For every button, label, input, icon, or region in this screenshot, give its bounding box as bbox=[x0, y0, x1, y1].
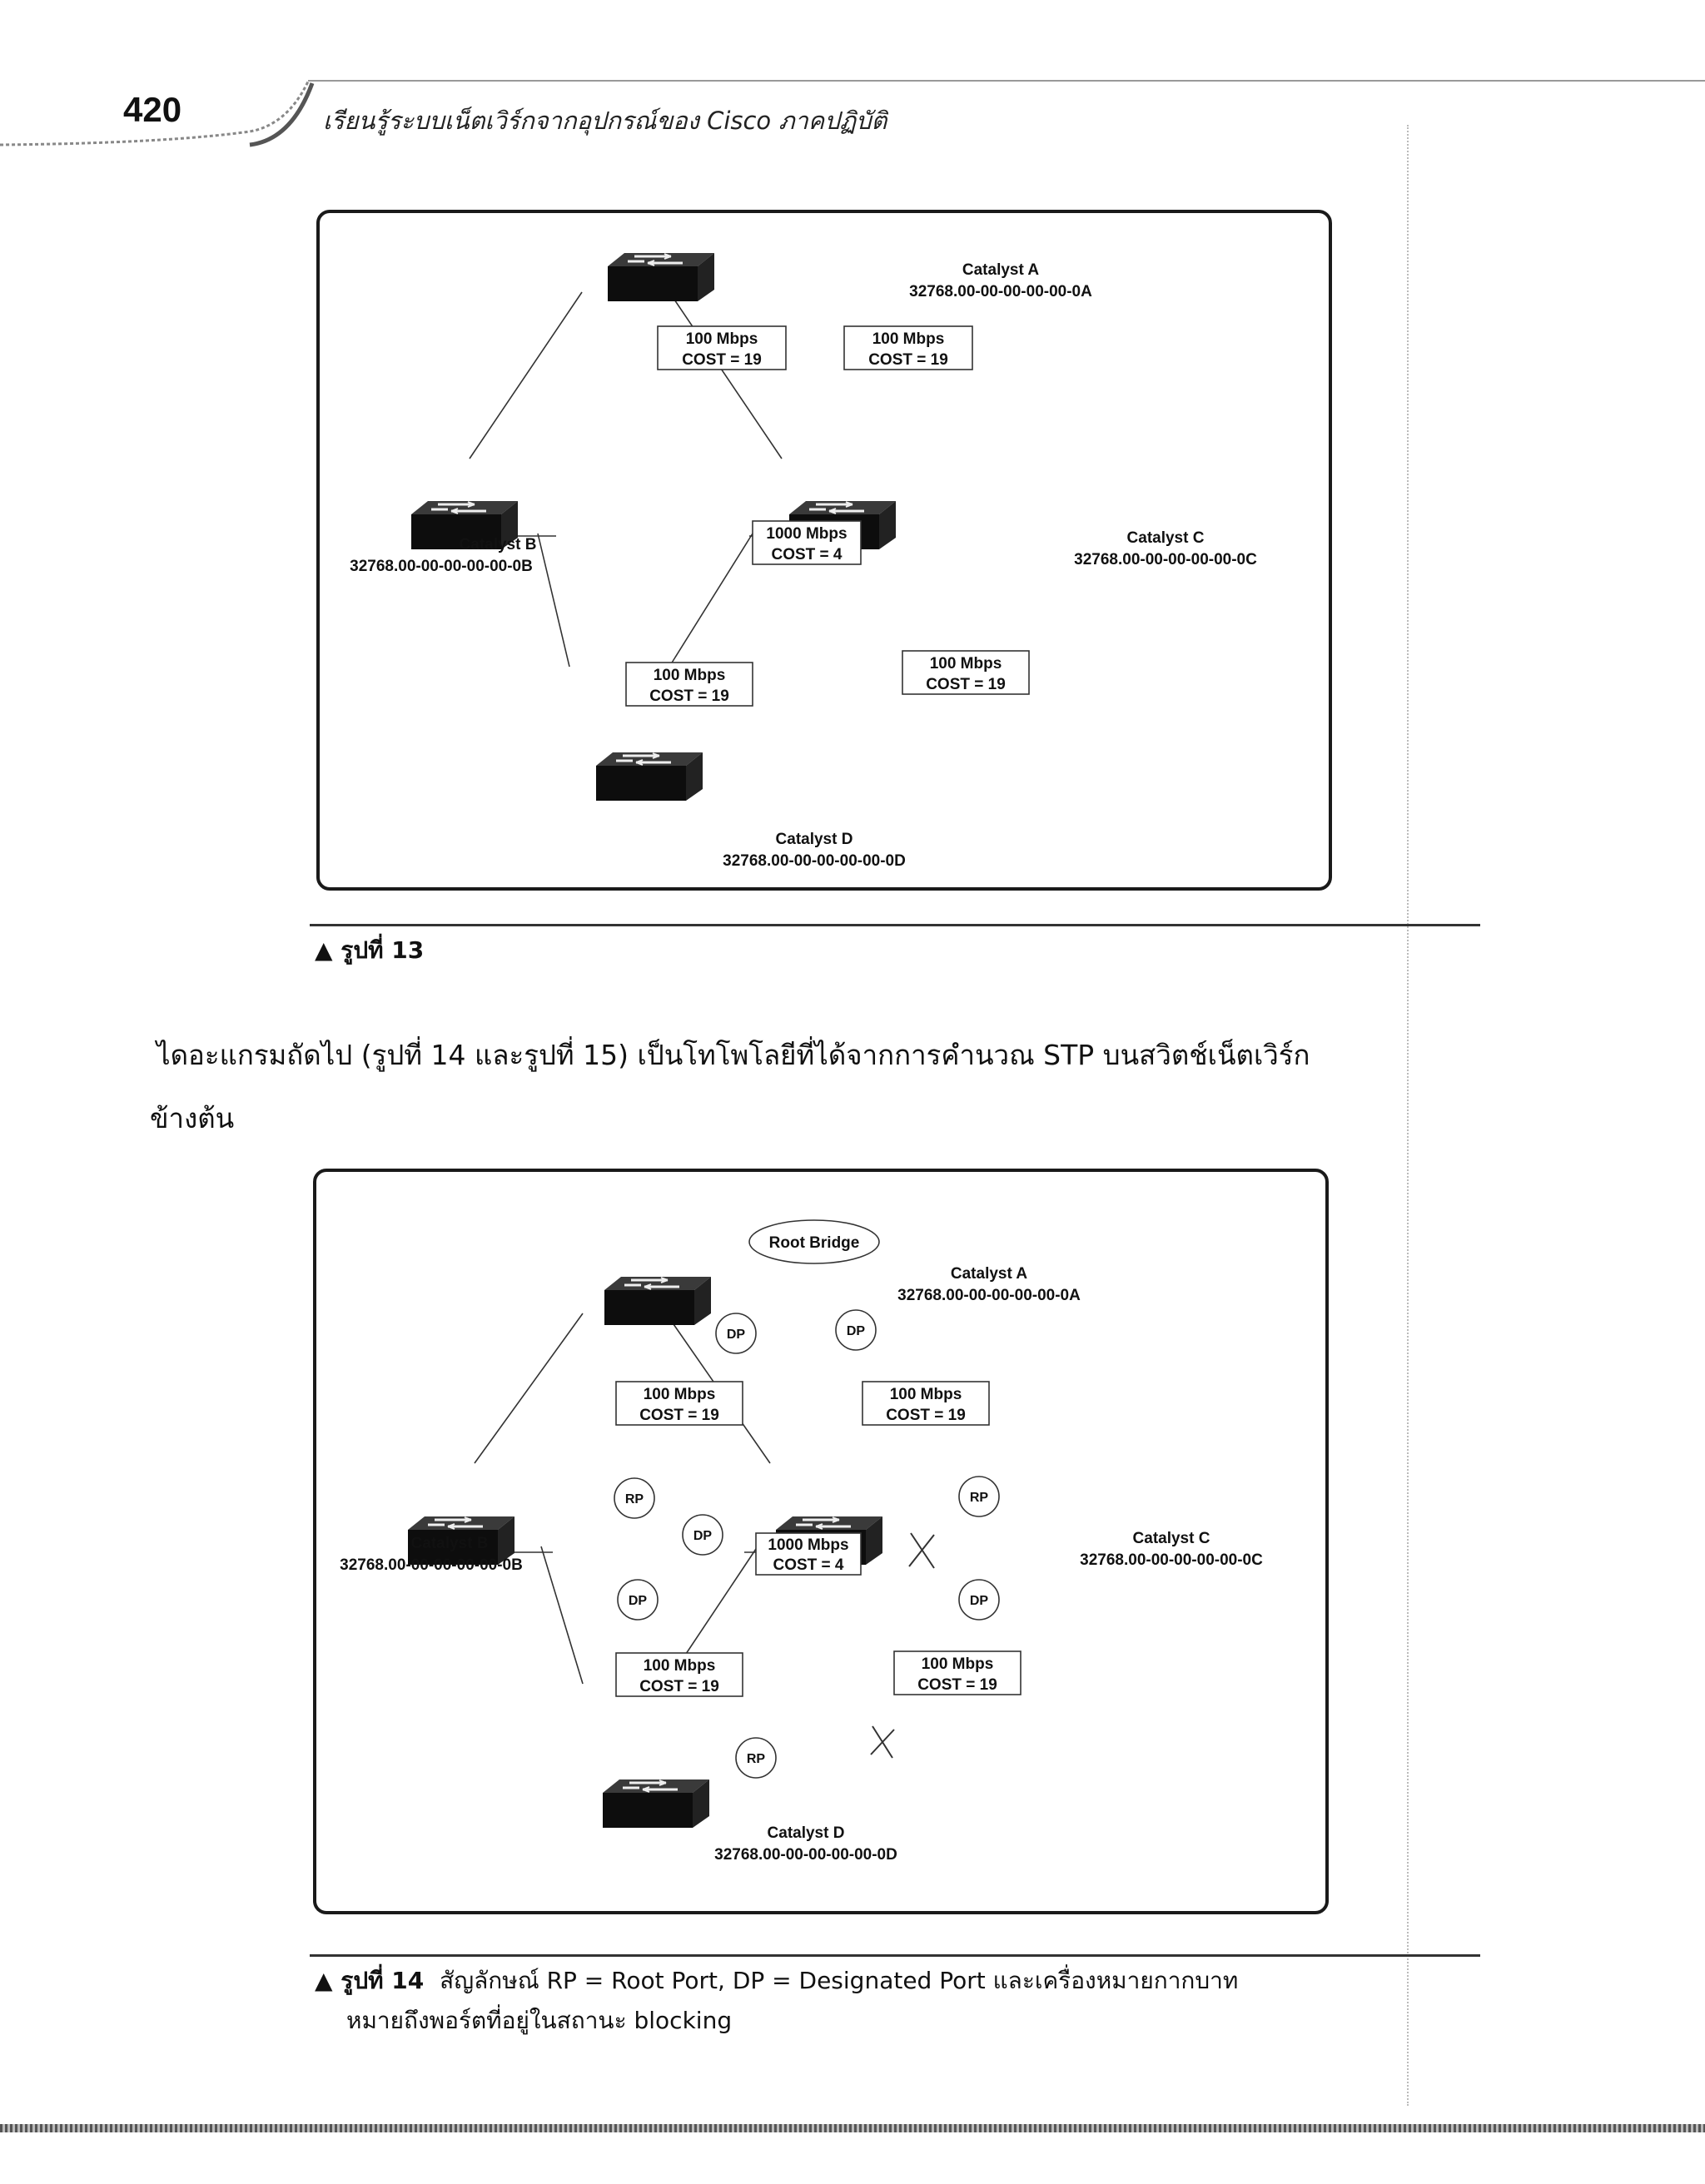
blocking-mark-c-left bbox=[908, 1532, 935, 1569]
catalyst-c-name: Catalyst C bbox=[1127, 529, 1205, 547]
link-ac-cost: COST = 19 bbox=[868, 351, 948, 369]
catalyst-d-name: Catalyst D bbox=[776, 831, 853, 848]
catalyst-b-name-14: Catalyst B bbox=[411, 1535, 489, 1552]
link-cd-label-box bbox=[902, 650, 1030, 695]
link-bd-line-14 bbox=[540, 1546, 584, 1685]
port-b-top-circle bbox=[614, 1477, 655, 1519]
catalyst-b-name: Catalyst B bbox=[460, 536, 537, 553]
blocking-x-marks bbox=[870, 1532, 935, 1759]
link-ab-line bbox=[469, 291, 583, 459]
paragraph-line-1: ไดอะแกรมถัดไป (รูปที่ 14 และรูปที่ 15) เ… bbox=[157, 1039, 1310, 1071]
link-ac-label-box-14 bbox=[862, 1381, 990, 1426]
catalyst-a-id: 32768.00-00-00-00-00-0A bbox=[909, 283, 1092, 300]
link-ab-cost-14: COST = 19 bbox=[639, 1407, 719, 1424]
link-bc-label-box-14 bbox=[755, 1532, 862, 1576]
link-ab-speed-14: 100 Mbps bbox=[644, 1386, 716, 1403]
port-a-right-label: DP bbox=[847, 1324, 866, 1338]
catalyst-d-switch-icon bbox=[594, 751, 704, 802]
link-ab-line-14 bbox=[474, 1313, 584, 1464]
link-ac-speed: 100 Mbps bbox=[872, 330, 945, 348]
port-c-top-circle bbox=[958, 1476, 1000, 1517]
catalyst-c-name-14: Catalyst C bbox=[1133, 1530, 1210, 1547]
figure-14-caption-line2: หมายถึงพอร์ตที่อยู่ในสถานะ blocking bbox=[346, 2007, 733, 2034]
catalyst-a-name: Catalyst A bbox=[962, 261, 1039, 279]
link-bc-cost: COST = 4 bbox=[772, 546, 843, 563]
link-ab-speed: 100 Mbps bbox=[686, 330, 758, 348]
figure-13-caption: ▲ รูปที่ 13 bbox=[315, 931, 424, 970]
paragraph-line-2: ข้างต้น bbox=[150, 1102, 235, 1134]
page-number: 420 bbox=[123, 90, 182, 129]
catalyst-a-id-14: 32768.00-00-00-00-00-0A bbox=[897, 1287, 1081, 1304]
catalyst-a-switch-icon-14 bbox=[603, 1275, 713, 1327]
figure-14-caption-text: สัญลักษณ์ RP = Root Port, DP = Designate… bbox=[440, 1967, 1239, 1994]
link-bd-line bbox=[537, 533, 570, 668]
figure-13-label: ▲ รูปที่ 13 bbox=[315, 936, 425, 964]
figure-14-diagram: Root Bridge Catalyst A 32768.00-00-00-00… bbox=[313, 1169, 1329, 1914]
link-cd-speed-14: 100 Mbps bbox=[922, 1655, 994, 1673]
link-bd-label-box-14 bbox=[615, 1652, 743, 1697]
link-bd-speed-14: 100 Mbps bbox=[644, 1657, 716, 1675]
link-bd-speed: 100 Mbps bbox=[654, 667, 726, 684]
port-b-bottom-circle bbox=[617, 1579, 659, 1621]
root-bridge-label: Root Bridge bbox=[769, 1234, 860, 1252]
link-ac-label-box bbox=[843, 325, 973, 370]
margin-guide bbox=[1407, 125, 1409, 2106]
catalyst-b-id: 32768.00-00-00-00-00-0B bbox=[350, 558, 533, 575]
catalyst-c-id: 32768.00-00-00-00-00-0C bbox=[1074, 551, 1257, 568]
link-bc-speed: 1000 Mbps bbox=[766, 525, 847, 543]
port-c-bottom-label: DP bbox=[970, 1594, 989, 1608]
catalyst-d-switch-icon-14 bbox=[601, 1778, 711, 1829]
catalyst-d-id: 32768.00-00-00-00-00-0D bbox=[723, 852, 906, 870]
link-cd-line bbox=[669, 533, 753, 668]
header-rule bbox=[308, 80, 1705, 82]
link-ab-label-box-14 bbox=[615, 1381, 743, 1426]
link-bc-cost-14: COST = 4 bbox=[773, 1556, 844, 1574]
link-bd-cost-14: COST = 19 bbox=[639, 1678, 719, 1695]
port-b-right-circle bbox=[682, 1514, 723, 1556]
running-header: เรียนรู้ระบบเน็ตเวิร์กจากอุปกรณ์ของ Cisc… bbox=[323, 107, 887, 135]
port-b-bottom-label: DP bbox=[629, 1594, 648, 1608]
link-ac-line bbox=[669, 291, 783, 459]
port-b-top-label: RP bbox=[625, 1492, 644, 1506]
figure-14-label: ▲ รูปที่ 14 bbox=[315, 1967, 425, 1994]
header-swoosh bbox=[0, 81, 315, 147]
link-bc-speed-14: 1000 Mbps bbox=[768, 1536, 848, 1554]
root-bridge-ellipse bbox=[748, 1219, 880, 1264]
link-bc-label-box bbox=[752, 520, 862, 565]
link-ab-cost: COST = 19 bbox=[682, 351, 762, 369]
link-cd-label-box-14 bbox=[893, 1650, 1022, 1695]
port-a-right-circle bbox=[835, 1309, 877, 1351]
catalyst-a-switch-icon bbox=[606, 251, 716, 303]
link-lines bbox=[469, 291, 790, 668]
link-bd-label-box bbox=[625, 662, 753, 707]
link-cd-cost: COST = 19 bbox=[926, 676, 1006, 693]
figure-13-diagram: Catalyst A 32768.00-00-00-00-00-0A Catal… bbox=[316, 210, 1332, 891]
body-paragraph: ไดอะแกรมถัดไป (รูปที่ 14 และรูปที่ 15) เ… bbox=[150, 1024, 1489, 1150]
catalyst-d-id-14: 32768.00-00-00-00-00-0D bbox=[714, 1846, 897, 1864]
blocking-mark-d-right bbox=[870, 1725, 895, 1759]
port-a-left-circle bbox=[715, 1313, 757, 1354]
catalyst-d-name-14: Catalyst D bbox=[768, 1824, 845, 1842]
link-cd-speed: 100 Mbps bbox=[930, 655, 1002, 673]
link-ac-cost-14: COST = 19 bbox=[886, 1407, 966, 1424]
figure-14-rule bbox=[310, 1954, 1480, 1957]
link-ac-speed-14: 100 Mbps bbox=[890, 1386, 962, 1403]
catalyst-a-name-14: Catalyst A bbox=[951, 1265, 1027, 1283]
page-bottom-band bbox=[0, 2124, 1705, 2132]
figure-14-caption: ▲ รูปที่ 14 สัญลักษณ์ RP = Root Port, DP… bbox=[315, 1961, 1464, 2041]
port-d-top-label: RP bbox=[747, 1752, 766, 1766]
link-bd-cost: COST = 19 bbox=[649, 687, 729, 705]
port-c-bottom-circle bbox=[958, 1579, 1000, 1621]
port-a-left-label: DP bbox=[727, 1328, 746, 1342]
link-ab-label-box bbox=[657, 325, 787, 370]
catalyst-b-id-14: 32768.00-00-00-00-00-0B bbox=[340, 1556, 523, 1574]
catalyst-c-id-14: 32768.00-00-00-00-00-0C bbox=[1080, 1551, 1263, 1569]
port-c-top-label: RP bbox=[970, 1491, 989, 1505]
link-cd-cost-14: COST = 19 bbox=[917, 1676, 997, 1694]
port-d-top-circle bbox=[735, 1737, 777, 1779]
port-b-right-label: DP bbox=[693, 1529, 713, 1543]
figure-13-rule bbox=[310, 924, 1480, 926]
